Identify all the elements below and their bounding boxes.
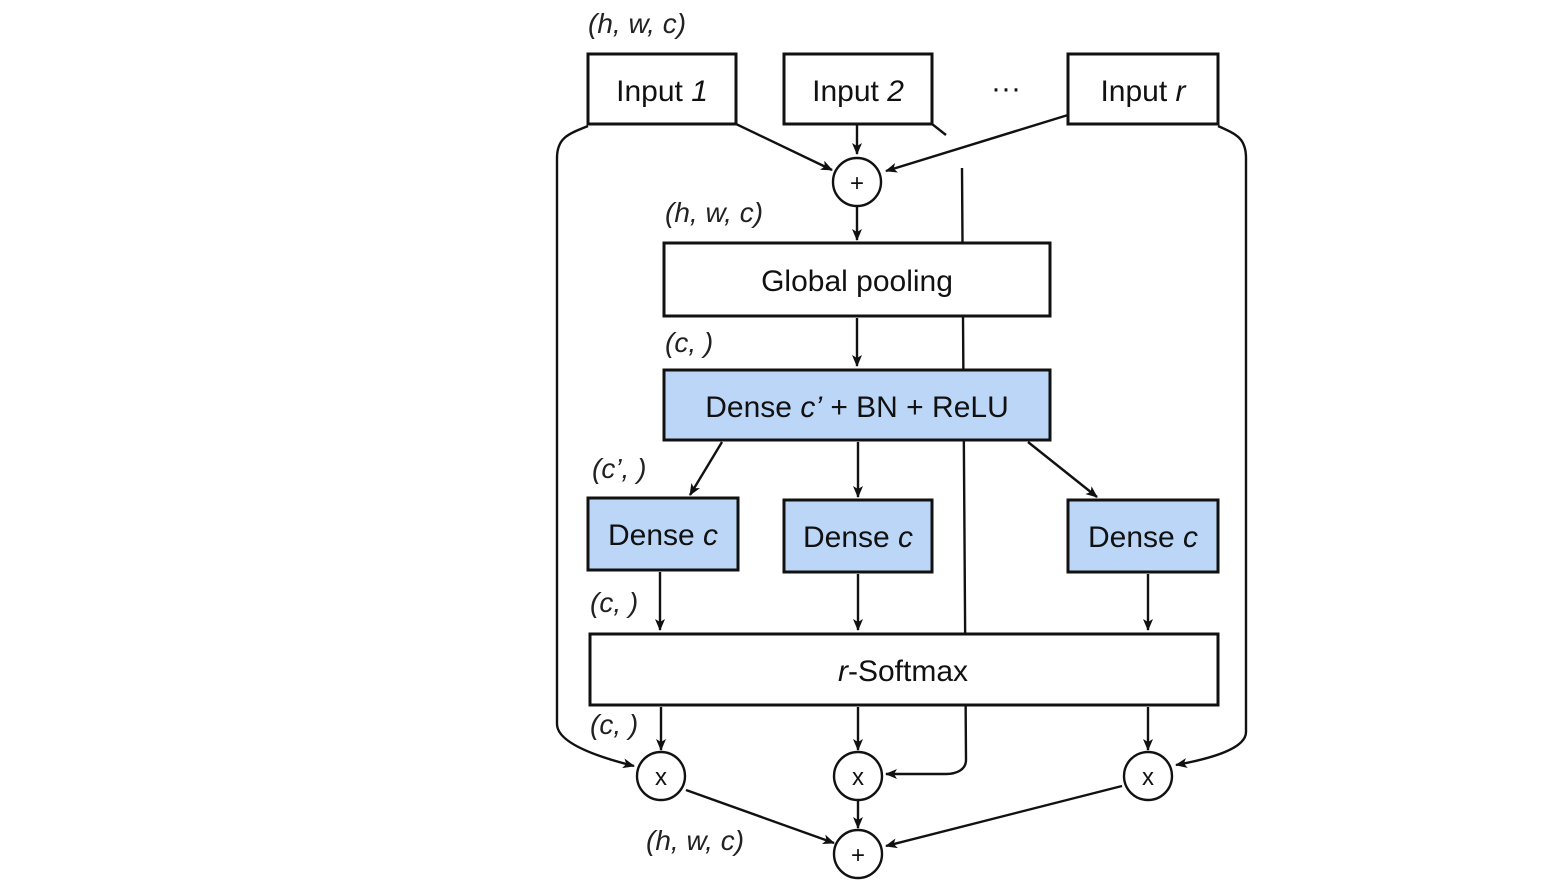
dense-branch-1-label: Dense (608, 519, 703, 552)
svg-text:Dense c’ + BN + ReLU: Dense c’ + BN + ReLU (705, 391, 1009, 424)
input-1-label: Input (616, 75, 691, 108)
shape-label-after-sum: (h, w, c) (665, 197, 763, 228)
svg-text:Dense c: Dense c (608, 519, 718, 552)
multiply-node-1: x (635, 750, 687, 802)
dense-branch-2-var: c (898, 521, 913, 554)
shape-label-after-pool: (c, ) (665, 327, 713, 358)
multiply-symbol-r: x (1142, 764, 1154, 791)
r-softmax-box: r-Softmax (588, 632, 1220, 707)
shape-label-after-softmax: (c, ) (590, 709, 638, 740)
dense-shared-label-pre: Dense (705, 391, 800, 424)
input-2-box: Input 2 (782, 52, 934, 126)
dense-shared-box: Dense c’ + BN + ReLU (662, 368, 1052, 442)
multiply-symbol-2: x (852, 764, 864, 791)
input-r-label: Input (1100, 75, 1175, 108)
dense-branch-r-var: c (1183, 521, 1198, 554)
dense-shared-label-var: c’ (800, 391, 823, 424)
svg-text:Input r: Input r (1100, 75, 1186, 108)
input-1-box: Input 1 (586, 52, 738, 126)
input-r-box: Input r (1066, 52, 1220, 126)
dense-branch-r-label: Dense (1088, 521, 1183, 554)
sum-symbol-top: + (850, 170, 864, 197)
svg-text:r-Softmax: r-Softmax (838, 655, 968, 688)
svg-text:Dense c: Dense c (803, 521, 913, 554)
shape-label-after-branch: (c, ) (590, 587, 638, 618)
multiply-node-r: x (1122, 750, 1174, 802)
dense-shared-label-post: + BN + ReLU (822, 391, 1009, 424)
input-2-label: Input (812, 75, 887, 108)
shape-label-after-dense: (c’, ) (592, 453, 646, 484)
shape-label-output: (h, w, c) (646, 825, 744, 856)
dense-branch-1-var: c (703, 519, 718, 552)
input-r-index: r (1176, 75, 1187, 108)
dense-branch-r-box: Dense c (1066, 498, 1220, 574)
dense-branch-2-label: Dense (803, 521, 898, 554)
inputs-ellipsis: ··· (991, 72, 1021, 105)
svg-text:Input 1: Input 1 (616, 75, 708, 108)
input-1-index: 1 (691, 75, 708, 108)
r-softmax-var: r (838, 655, 849, 688)
multiply-node-2: x (832, 750, 884, 802)
global-pooling-box: Global pooling (662, 241, 1052, 318)
global-pooling-label: Global pooling (761, 265, 953, 298)
svg-text:Input 2: Input 2 (812, 75, 904, 108)
connection-lines (555, 113, 1248, 849)
shape-label-input: (h, w, c) (588, 8, 686, 39)
sum-node-top: + (831, 156, 883, 208)
dense-branch-1-box: Dense c (586, 496, 740, 572)
svg-text:Dense c: Dense c (1088, 521, 1198, 554)
multiply-symbol-1: x (655, 764, 667, 791)
input-2-index: 2 (886, 75, 904, 108)
r-softmax-label: -Softmax (848, 655, 968, 688)
sum-node-bottom: + (832, 828, 884, 880)
dense-branch-2-box: Dense c (782, 498, 934, 574)
sum-symbol-bottom: + (851, 842, 865, 869)
